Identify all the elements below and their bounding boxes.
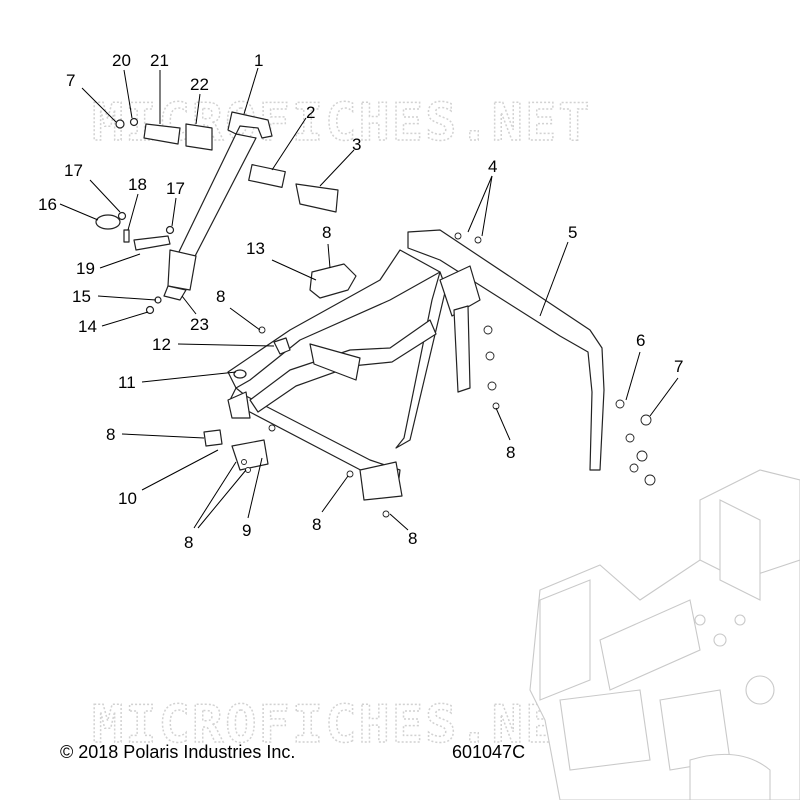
callout-1: 1 — [254, 51, 263, 70]
bracket-10 — [203, 429, 223, 447]
callout-5: 5 — [568, 223, 577, 242]
watermark-bottom: MICROFICHES.NET — [92, 695, 592, 755]
callout-8-bottom-right: 8 — [408, 529, 417, 548]
figure-id: 601047C — [452, 742, 526, 762]
callout-12: 12 — [152, 335, 171, 354]
callout-9: 9 — [242, 521, 251, 540]
callout-8-bottom-left: 8 — [184, 533, 193, 552]
callout-20: 20 — [112, 51, 131, 70]
callouts: 1 2 3 4 5 6 7 7 8 8 8 8 8 8 8 9 10 11 12… — [38, 51, 683, 552]
copyright-text: © 2018 Polaris Industries Inc. — [60, 742, 296, 762]
callout-10: 10 — [118, 489, 137, 508]
callout-8-right: 8 — [506, 443, 515, 462]
bracket-2 — [248, 164, 286, 188]
bolt-14 — [145, 305, 155, 315]
main-frame — [227, 229, 605, 501]
callout-7-top: 7 — [66, 71, 75, 90]
tie-rod-cluster — [95, 211, 175, 251]
callout-18: 18 — [128, 175, 147, 194]
callout-8-bracket: 8 — [322, 223, 331, 242]
steering-shaft — [163, 111, 273, 301]
bracket-9 — [231, 439, 269, 471]
callout-8-bottom-mid: 8 — [312, 515, 321, 534]
part-12 — [273, 337, 291, 355]
callout-8-upper: 8 — [216, 287, 225, 306]
ghost-chassis — [529, 469, 800, 800]
bracket-3 — [295, 183, 339, 213]
callout-17-left: 17 — [64, 161, 83, 180]
callout-15: 15 — [72, 287, 91, 306]
clamp-cluster — [115, 117, 213, 151]
callout-23: 23 — [190, 315, 209, 334]
callout-19: 19 — [76, 259, 95, 278]
watermark-top: MICROFICHES.NET — [92, 93, 592, 153]
callout-2: 2 — [306, 103, 315, 122]
callout-8-left: 8 — [106, 425, 115, 444]
callout-4: 4 — [488, 157, 497, 176]
callout-14: 14 — [78, 317, 97, 336]
part-11 — [233, 369, 247, 379]
callout-7-right: 7 — [674, 357, 683, 376]
callout-21: 21 — [150, 51, 169, 70]
callout-17-right: 17 — [166, 179, 185, 198]
callout-11: 11 — [118, 373, 136, 392]
leader-lines — [59, 67, 679, 531]
fasteners — [241, 232, 656, 518]
bracket-13 — [309, 263, 357, 299]
callout-3: 3 — [352, 135, 361, 154]
callout-13: 13 — [246, 239, 265, 258]
callout-22: 22 — [190, 75, 209, 94]
callout-16: 16 — [38, 195, 57, 214]
callout-6: 6 — [636, 331, 645, 350]
